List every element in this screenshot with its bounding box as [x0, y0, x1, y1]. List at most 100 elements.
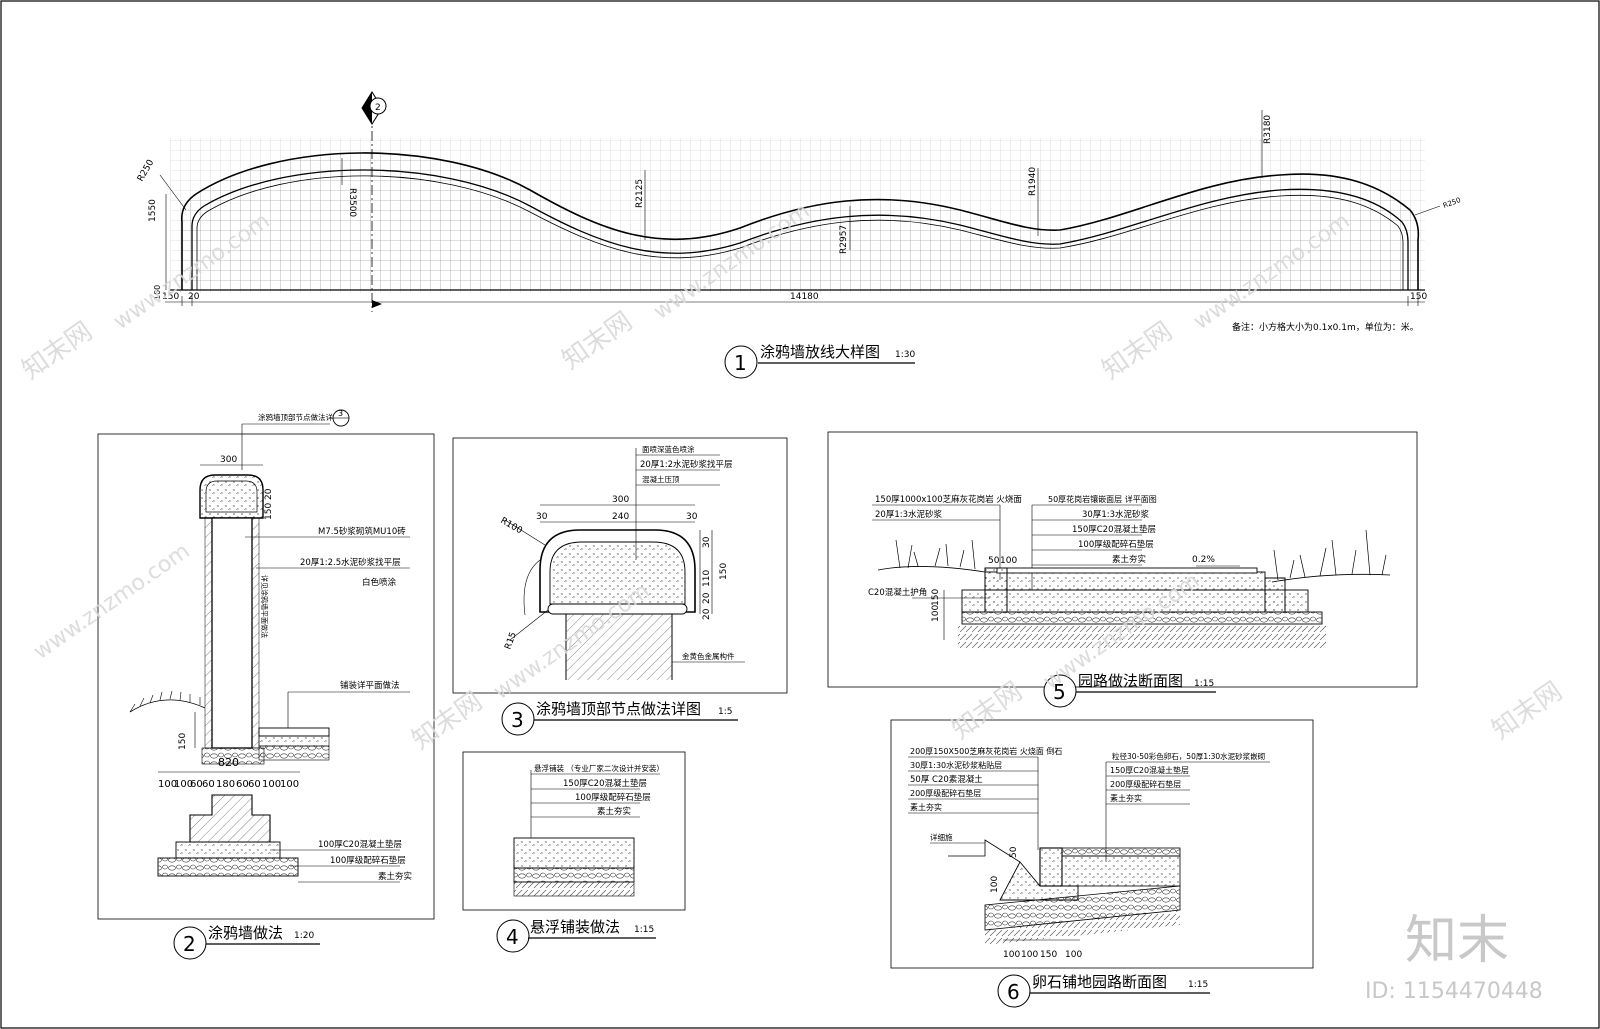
d3-dim-240: 240	[612, 512, 629, 522]
d5-c20: C20混凝土护角	[868, 587, 927, 598]
dim-150: 150	[178, 733, 188, 750]
drawing-2-number: 2	[183, 932, 196, 956]
watermark-cn-2: 知末网	[557, 306, 638, 375]
drawing-1-title: 涂鸦墙放线大样图	[760, 343, 880, 361]
dim-base-100: 100	[153, 285, 162, 300]
d5-right-label-3: 100厚级配碎石垫层	[1078, 539, 1154, 550]
d5-slope: 0.2%	[1192, 555, 1215, 565]
d6-bdim-1: 100	[1021, 950, 1038, 960]
watermark-brand: 知末	[1405, 911, 1509, 971]
d5-dim-50: 50	[988, 556, 1000, 566]
bdim-7: 100	[262, 779, 281, 790]
d3-dim-300: 300	[612, 495, 629, 505]
d3-radius-r100: R100	[499, 516, 525, 537]
drawing-6-number: 6	[1007, 980, 1020, 1004]
dim-length-14180: 14180	[790, 292, 819, 302]
vertical-label: 详见涂鸦墙平面做法	[260, 575, 269, 638]
watermark-cn-1: 知末网	[17, 316, 98, 385]
drawing-4-frame	[462, 751, 686, 911]
bdim-6: 60	[248, 779, 261, 790]
bdim-4: 180	[216, 779, 235, 790]
wall-cap	[199, 474, 264, 519]
drawing-6-scale: 1:15	[1188, 980, 1208, 990]
footing	[189, 794, 271, 843]
dim-left-20: 20	[188, 292, 200, 302]
d5-right-label-4: 素土夯实	[1112, 554, 1146, 565]
d3-dim-20-r2: 20	[702, 608, 712, 620]
bdim-5: 60	[236, 779, 249, 790]
d5-right-label-0: 50厚花岗岩镶嵌面层 详平面图	[1048, 494, 1157, 504]
wall-inner-line	[191, 169, 1409, 290]
grid-background	[170, 138, 1425, 293]
bdim-0: 100	[158, 779, 177, 790]
drawing-3-title: 涂鸦墙顶部节点做法详图	[536, 700, 701, 718]
d3-dim-20-r1: 20	[702, 592, 712, 604]
d5-right-label-2: 150厚C20混凝土垫层	[1072, 524, 1156, 535]
radius-r2125: R2125	[635, 179, 645, 208]
d6-left-label-4: 素土夯实	[910, 802, 942, 812]
width-820: 820	[218, 756, 239, 769]
drawing-4-scale: 1:15	[634, 925, 654, 935]
d3-label-2: 混凝土压顶	[642, 474, 680, 484]
d3-radius-r15: R15	[503, 631, 518, 651]
drawing-1-number: 1	[734, 351, 747, 375]
d6-dim-100-v: 100	[990, 876, 1000, 893]
d6-left-label-0: 200厚150X500芝麻灰花岗岩 火烧面 倒石	[910, 746, 1062, 756]
d6-right-label-2: 200厚级配碎石垫层	[1110, 779, 1181, 789]
watermark-cn-4: 知末网	[407, 686, 488, 755]
d6-right-label-1: 150厚C20混凝土垫层	[1110, 765, 1189, 775]
drawing-2-wall-section: 涂鸦墙顶部节点做法详图 3 300 20 150 详见涂鸦墙平面做法 M7.5砂…	[97, 409, 435, 960]
label-concrete: 100厚C20混凝土垫层	[318, 839, 402, 850]
drawing-6-pebble-path: 200厚150X500芝麻灰花岗岩 火烧面 倒石 30厚1:30水泥砂浆粘贴层 …	[890, 719, 1314, 1008]
radius-r3180: R3180	[1263, 115, 1273, 144]
d6-bdim-2: 150	[1040, 950, 1057, 960]
d3-label-1: 20厚1:2水泥砂浆找平层	[640, 459, 733, 470]
bdim-1: 100	[174, 779, 193, 790]
dim-right-150: 150	[1410, 292, 1427, 302]
drawing-3-cap-detail: 面喷深蓝色喷涂 20厚1:2水泥砂浆找平层 混凝土压顶 金黄色金属构件 300 …	[452, 437, 788, 736]
drawing-4-suspended-paving: 悬浮铺装 （专业厂家二次设计并安装） 150厚C20混凝土垫层 100厚级配碎石…	[462, 751, 686, 953]
d4-label-3: 素土夯实	[597, 806, 631, 817]
d6-dim-50: 50	[1009, 846, 1019, 858]
d5-dim-150-v: 150	[931, 589, 941, 606]
watermark-cn-3: 知末网	[1097, 316, 1178, 385]
drawing-5-number: 5	[1053, 680, 1066, 704]
d6-left-label-1: 30厚1:30水泥砂浆粘贴层	[910, 760, 1002, 770]
grid-note: 备注：小方格大小为0.1x0.1m，单位为：米。	[1232, 321, 1419, 333]
drawing-6-title: 卵石铺地园路断面图	[1032, 973, 1167, 991]
drawing-1-scale: 1:30	[895, 350, 915, 360]
label-paint: 白色喷涂	[362, 577, 397, 588]
label-gravel: 100厚级配碎石垫层	[330, 855, 406, 866]
radius-r2957: R2957	[839, 225, 849, 254]
label-screed: 20厚1:2.5水泥砂浆找平层	[300, 557, 401, 568]
section-mark-number: 2	[375, 103, 381, 113]
drawing-5-frame	[827, 431, 1418, 688]
ref-number: 3	[338, 409, 343, 418]
watermark-url-4: www.znzmo.com	[29, 539, 194, 665]
d6-bdim-3: 100	[1065, 950, 1082, 960]
d5-right-label-1: 30厚1:3水泥砂浆	[1082, 509, 1149, 520]
dim-height-1550: 1550	[148, 199, 158, 222]
d3-dim-110-r: 110	[702, 570, 712, 587]
ref-label: 涂鸦墙顶部节点做法详图	[258, 412, 341, 422]
wall-body	[211, 517, 253, 749]
drawing-5-scale: 1:15	[1194, 679, 1214, 689]
dim-left-150: 150	[162, 292, 179, 302]
drawing-3-number: 3	[511, 708, 524, 732]
bdim-8: 100	[280, 779, 299, 790]
bottom-dims: 100 100 60 60 180 60 60 100 100	[158, 779, 299, 790]
d3-label-3: 金黄色金属构件	[682, 651, 735, 661]
watermark-cn-6: 知末网	[1487, 676, 1568, 745]
cap-outline	[539, 529, 696, 613]
d5-dim-100: 100	[1000, 556, 1017, 566]
drawing-4-title: 悬浮铺装做法	[530, 918, 620, 936]
drawing-1-wall-layout: 2 R250 R3500 R2125 R2957 R1940 R3180 R25…	[136, 91, 1462, 379]
d4-label-0: 悬浮铺装 （专业厂家二次设计并安装）	[534, 763, 664, 773]
drawing-6-frame	[890, 719, 1314, 969]
d3-dim-30-r: 30	[702, 536, 712, 548]
drawing-3-frame	[452, 437, 788, 694]
drawing-4-number: 4	[506, 925, 519, 949]
d6-left-label-2: 50厚 C20素混凝土	[910, 774, 983, 785]
radius-r250-right: R250	[1442, 196, 1462, 210]
